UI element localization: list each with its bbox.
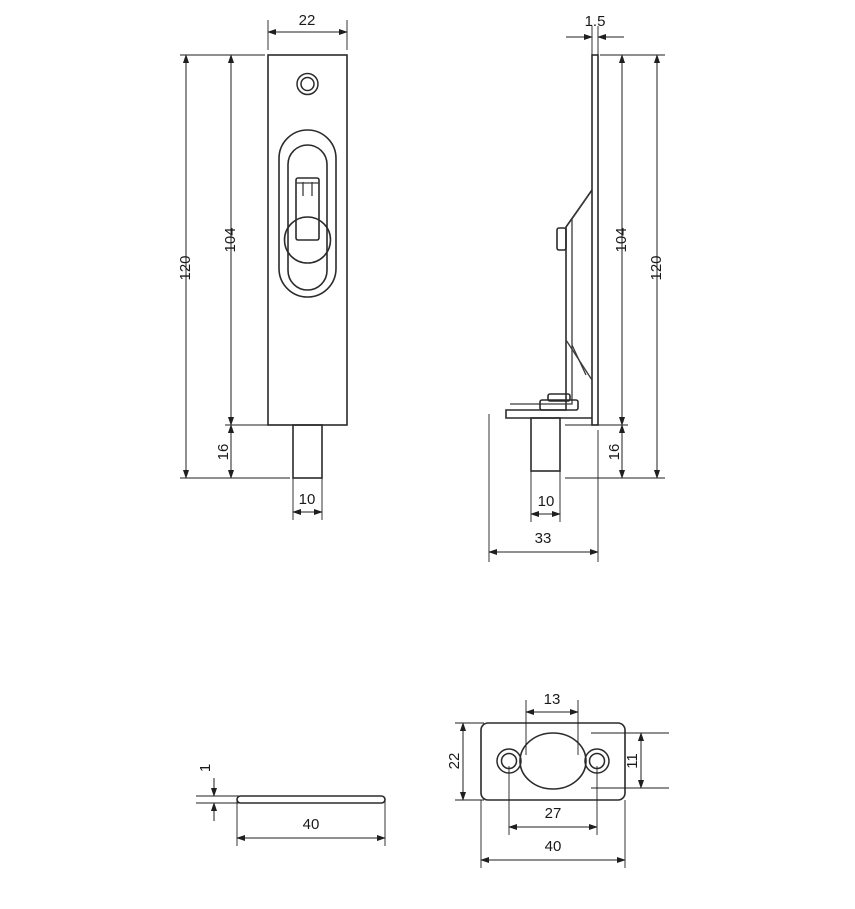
dim-strike-offset-11: 11 [591, 732, 669, 789]
dim-label-front-10: 10 [299, 491, 316, 508]
front-bolt-pin [292, 424, 323, 479]
dim-side-pin-16: 16 [565, 424, 628, 479]
dim-front-pin-10: 10 [292, 478, 323, 520]
dim-label-side-104: 104 [613, 227, 630, 252]
dim-label-strike-40: 40 [545, 838, 562, 855]
front-screw-hole-outer [296, 72, 319, 96]
dim-front-width-22: 22 [267, 12, 348, 50]
strike-bolt-hole [519, 732, 587, 790]
dim-label-shim-1: 1 [197, 764, 214, 772]
dim-label-front-104: 104 [222, 227, 239, 252]
dim-label-front-width: 22 [299, 12, 316, 29]
shim-plate-view: 1 40 [196, 764, 386, 846]
strike-plate-body [480, 722, 626, 801]
dim-label-front-120: 120 [177, 255, 194, 280]
front-oval-recess-outer [278, 129, 337, 298]
shim-plate-body [236, 795, 386, 804]
dim-label-side-10: 10 [538, 493, 555, 510]
dim-label-shim-40: 40 [303, 816, 320, 833]
side-base-pad [539, 399, 579, 411]
dim-label-side-120: 120 [648, 255, 665, 280]
dim-shim-length-40: 40 [236, 800, 386, 846]
dim-strike-centers-27: 27 [508, 766, 598, 835]
dim-label-front-16: 16 [215, 444, 232, 461]
side-bracket-inner-outline [510, 195, 589, 405]
strike-plate-view: 13 22 11 27 40 [446, 691, 669, 868]
front-view: 22 120 104 16 10 [177, 12, 348, 520]
side-base-boss [547, 393, 571, 402]
side-bolt-pin [530, 417, 561, 472]
dim-label-side-33: 33 [535, 530, 552, 547]
dim-side-pin-10: 10 [530, 471, 561, 522]
dim-label-strike-13: 13 [544, 691, 561, 708]
side-bracket-bend-line-2 [571, 344, 587, 376]
dim-front-pin-16: 16 [215, 424, 290, 479]
dim-strike-hole-13: 13 [525, 691, 579, 755]
front-oval-recess-inner [287, 144, 328, 291]
front-screw-hole-inner [300, 76, 315, 92]
dim-strike-width-40: 40 [480, 800, 626, 868]
dim-strike-height-22: 22 [446, 722, 484, 801]
front-knob [283, 216, 332, 264]
front-thumb-slide [295, 177, 320, 241]
dim-label-strike-27: 27 [545, 805, 562, 822]
dim-label-side-16: 16 [606, 444, 623, 461]
dim-side-thickness-1-5: 1.5 [566, 13, 624, 55]
dim-shim-thickness-1: 1 [196, 764, 240, 821]
dim-label-strike-11: 11 [624, 753, 641, 769]
side-retaining-tab [556, 227, 567, 251]
dim-label-strike-22: 22 [446, 753, 463, 770]
side-view: 1.5 104 120 16 10 [488, 13, 665, 562]
side-bracket-outline [505, 189, 593, 419]
dim-label-side-1-5: 1.5 [585, 13, 606, 30]
dim-side-depth-33: 33 [488, 414, 599, 562]
